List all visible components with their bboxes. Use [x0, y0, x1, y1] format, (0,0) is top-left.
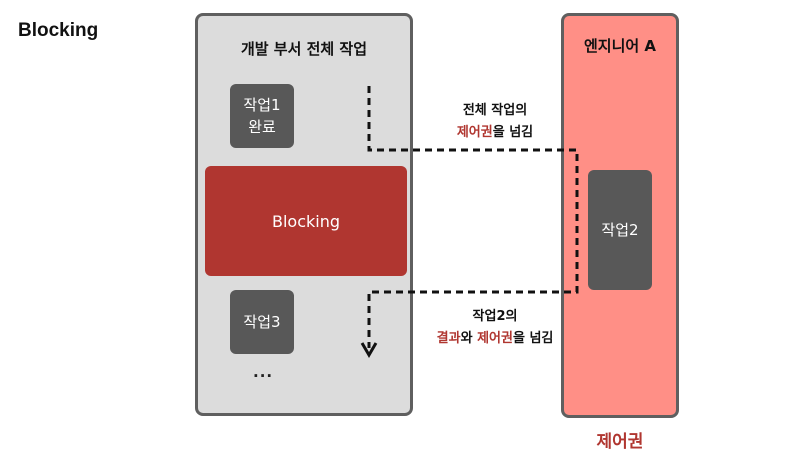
engineer-panel-title: 엔지니어 A — [583, 37, 657, 55]
control-highlight-2: 제어권 — [477, 331, 513, 346]
handoff-label-top-line2: 제어권을 넘김 — [432, 122, 558, 144]
task3-label: 작업3 — [243, 313, 281, 331]
handoff-label-top-line1: 전체 작업의 — [462, 103, 528, 118]
down-arrowhead-icon — [360, 342, 378, 358]
task1-box: 작업1 완료 — [230, 84, 294, 148]
diagram-heading: Blocking — [18, 20, 99, 41]
handoff-label-bottom-rest: 을 넘김 — [512, 331, 554, 346]
task2-box: 작업2 — [588, 170, 652, 290]
handoff-arrow-line — [367, 86, 579, 348]
blocking-box: Blocking — [205, 166, 407, 276]
task1-label: 작업1 — [243, 96, 281, 114]
control-highlight: 제어권 — [456, 125, 493, 140]
blocking-label: Blocking — [271, 211, 340, 231]
handoff-label-bottom-and: 와 — [460, 331, 478, 346]
handoff-label-bottom-line1: 작업2의 — [472, 309, 518, 324]
control-caption: 제어권 — [596, 432, 644, 452]
task2-label: 작업2 — [601, 221, 639, 239]
task1-status: 완료 — [248, 118, 276, 136]
more-tasks-ellipsis: ... — [253, 363, 274, 381]
task3-box: 작업3 — [230, 290, 294, 354]
handoff-label-bottom-line2: 결과와 제어권을 넘김 — [420, 328, 570, 350]
handoff-label-top-rest: 을 넘김 — [492, 125, 534, 140]
result-highlight: 결과 — [436, 331, 461, 346]
dept-panel-title: 개발 부서 전체 작업 — [240, 40, 368, 58]
handoff-label-bottom: 작업2의 결과와 제어권을 넘김 — [420, 306, 570, 350]
handoff-label-top: 전체 작업의 제어권을 넘김 — [432, 100, 558, 144]
